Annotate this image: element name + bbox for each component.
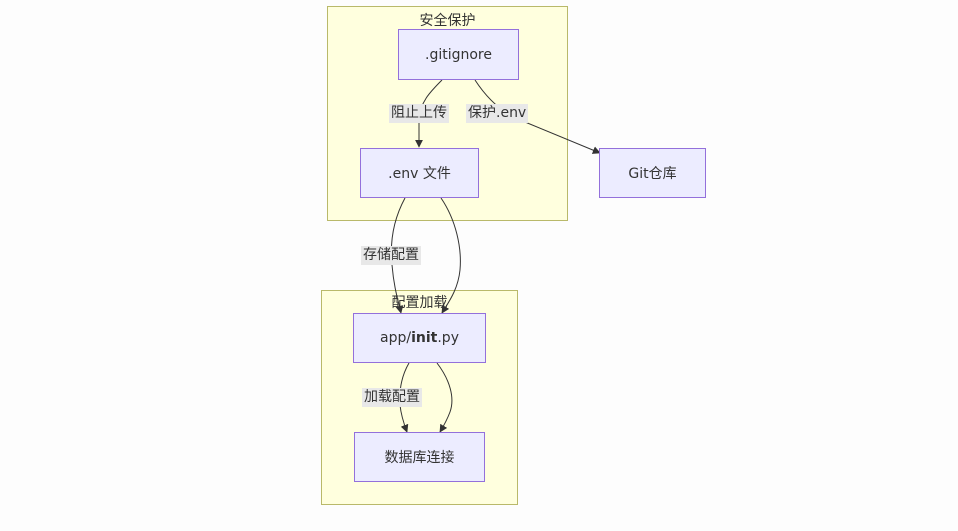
node-gitignore-label: .gitignore (425, 46, 492, 63)
node-env-file: .env 文件 (360, 148, 479, 198)
node-db-connection-label: 数据库连接 (384, 450, 455, 466)
node-app-init-prefix: app/ (380, 330, 412, 346)
edge-label-load-config: 加载配置 (362, 388, 422, 407)
node-gitignore: .gitignore (398, 29, 519, 80)
cluster-config-loading-title: 配置加载 (391, 295, 448, 311)
edge-label-block-upload: 阻止上传 (389, 104, 449, 123)
edge-label-store-config: 存储配置 (361, 246, 421, 265)
node-app-init-suffix: .py (437, 330, 459, 346)
node-app-init-bold: init (411, 330, 438, 346)
node-git-repo: Git仓库 (599, 148, 706, 198)
cluster-security-title: 安全保护 (419, 13, 476, 29)
edge-label-protect-env: 保护.env (466, 104, 529, 123)
edge-app-to-db (436, 362, 453, 433)
node-db-connection: 数据库连接 (354, 432, 485, 482)
node-env-file-label: .env 文件 (388, 166, 451, 182)
node-app-init-label: app/init.py (380, 330, 459, 346)
node-app-init: app/init.py (353, 313, 486, 363)
node-git-repo-label: Git仓库 (628, 166, 677, 182)
edge-env-to-app (440, 197, 461, 314)
